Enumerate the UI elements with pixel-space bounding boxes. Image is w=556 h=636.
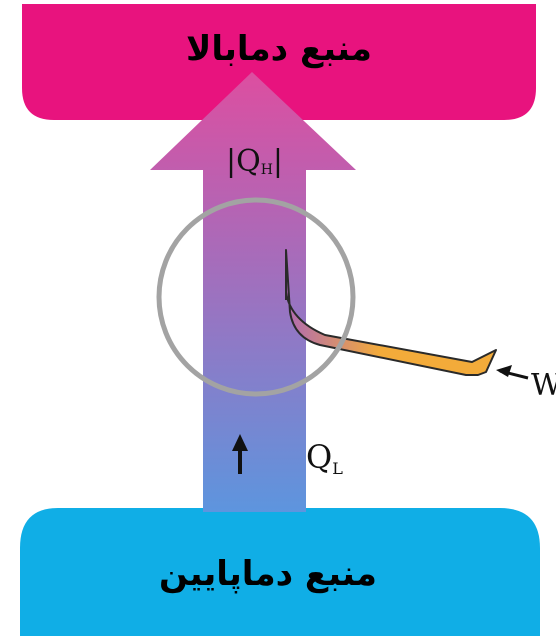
hot-reservoir-label: منبع دمابالا [186,29,372,69]
flow-direction-arrow-icon [232,434,248,474]
work-input-pipe [285,249,497,376]
work-label: W [531,368,556,403]
heat-in-label: QL [306,438,343,478]
heat-out-close: | [273,144,283,179]
energy-flow-arrow [150,72,356,512]
heat-in-sub: L [332,459,343,478]
hot-reservoir [22,4,536,120]
work-arrow-icon [496,365,529,380]
heat-out-label: |QH| [226,144,283,179]
heat-in-main: Q [306,438,332,476]
cold-reservoir-label: منبع دماپایین [159,554,377,594]
heat-out-sub: H [261,162,273,178]
cold-reservoir [20,508,540,636]
highlight-circle [156,197,356,397]
heat-out-main: |Q [226,144,261,179]
